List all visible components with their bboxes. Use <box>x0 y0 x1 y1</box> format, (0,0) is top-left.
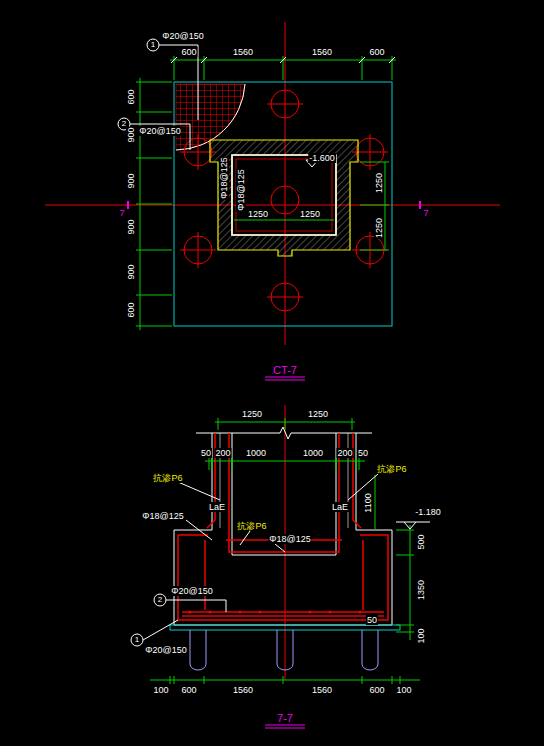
rebar-label: Φ18@125 <box>141 511 184 521</box>
dimension: 500 <box>416 533 426 550</box>
dimension: 100 <box>395 685 412 695</box>
anchor-label: LaE <box>331 502 349 512</box>
callout-number: 1 <box>150 40 156 50</box>
section-mark: 7 <box>422 208 429 218</box>
dimension: 50 <box>200 448 212 458</box>
dimension: 900 <box>126 263 136 280</box>
dimension: 900 <box>126 218 136 235</box>
dimension: 600 <box>180 47 197 57</box>
callout-number: 2 <box>157 595 163 605</box>
rebar-label: Φ20@150 <box>161 31 204 41</box>
dimension: 600 <box>368 47 385 57</box>
rebar-label: Φ20@150 <box>138 126 181 136</box>
dimension: 50 <box>357 448 369 458</box>
dimension: 1000 <box>245 448 267 458</box>
dimension: 1000 <box>302 448 324 458</box>
dimension: 600 <box>126 301 136 318</box>
dimension: 1250 <box>307 409 329 419</box>
dimension: 1250 <box>299 209 321 219</box>
material-note: 抗渗P6 <box>236 521 267 531</box>
dimension: 1560 <box>232 47 254 57</box>
anchor-label: LaE <box>208 502 226 512</box>
dimension: 50 <box>366 615 378 625</box>
dimension: 600 <box>368 685 385 695</box>
material-note: 抗渗P6 <box>376 464 407 474</box>
dimension: 1100 <box>363 492 373 513</box>
rebar-label: Φ20@150 <box>170 586 213 596</box>
section-view <box>131 405 430 728</box>
material-note: 抗渗P6 <box>152 473 183 483</box>
view-title: CT-7 <box>272 364 298 376</box>
dimension: 200 <box>214 448 231 458</box>
dimension: 200 <box>336 448 353 458</box>
plan-view <box>45 22 500 380</box>
dimension: 1560 <box>232 685 254 695</box>
dimension: 100 <box>416 627 426 644</box>
dimension: 1560 <box>311 685 333 695</box>
elevation-label: -1.180 <box>414 507 442 517</box>
dimension: 1250 <box>374 217 384 239</box>
rebar-label: Φ18@125 <box>268 534 311 544</box>
dimension: 1250 <box>374 172 384 194</box>
rebar-label: Φ18@125 <box>236 168 246 211</box>
section-mark: 7 <box>118 208 125 218</box>
dimension: 1250 <box>241 409 263 419</box>
dimension: 600 <box>180 685 197 695</box>
dimension: 1350 <box>416 579 426 601</box>
dimension: 900 <box>126 126 136 143</box>
dimension: 600 <box>126 88 136 105</box>
dimension: 1560 <box>311 47 333 57</box>
view-title: 7-7 <box>276 712 294 724</box>
elevation-label: -1.600 <box>308 153 336 163</box>
dimension: 1250 <box>247 209 269 219</box>
dimension: 100 <box>152 685 169 695</box>
callout-number: 1 <box>134 635 140 645</box>
rebar-label: Φ20@150 <box>144 645 187 655</box>
rebar-label: Φ18@125 <box>219 156 229 199</box>
dimension: 900 <box>126 172 136 189</box>
